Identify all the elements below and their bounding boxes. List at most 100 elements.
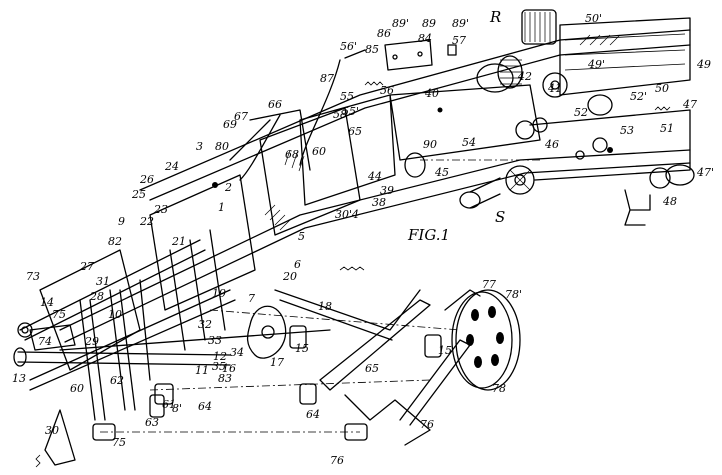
reference-numeral: 86 [377,27,391,40]
reference-numeral: 30 [45,424,59,437]
reference-numeral: 24 [164,160,179,173]
reference-numeral: 52' [630,90,647,103]
reference-numeral: 69 [223,118,237,131]
figure-title: FIG.1 [407,226,450,244]
reference-numeral: 7 [248,292,255,305]
reference-numeral: 41 [547,82,562,95]
reference-numeral: S [495,208,505,226]
reference-numeral: 17 [270,356,284,369]
reference-numeral: 76 [330,454,344,467]
reference-numeral: R [489,8,501,26]
reference-numeral: 75 [52,308,66,321]
reference-numeral: 6 [294,258,301,271]
reference-numeral: 27 [79,260,94,273]
reference-numeral: 64 [198,400,212,413]
reference-numeral: 50' [585,12,602,25]
reference-numeral: 65 [365,362,379,375]
reference-numeral: 47' [696,166,714,179]
reference-numeral: 47 [682,98,697,111]
reference-numeral: 25 [131,188,146,201]
reference-numeral: 51 [660,122,674,135]
reference-numeral: 39 [380,184,394,197]
reference-numeral: 66 [268,98,282,111]
reference-numeral: 5 [298,230,305,243]
reference-numeral: 62 [110,374,124,387]
reference-numeral: 49 [696,58,711,71]
reference-numeral: 3 [196,140,203,153]
reference-numeral: 68 [285,148,299,161]
reference-numeral: 87 [320,72,334,85]
reference-numeral: 78 [492,382,506,395]
reference-numeral: 77 [482,278,496,291]
reference-numeral: 50 [655,82,669,95]
reference-numeral: 89' [452,17,469,30]
details [212,34,621,231]
reference-numeral: 63 [145,416,159,429]
reference-numeral: 45 [434,166,449,179]
reference-numeral: 82 [108,235,122,248]
reference-numeral: 52 [574,106,588,119]
reference-numeral: 8' [172,402,182,415]
reference-numeral: 33 [208,334,222,347]
reference-numeral: 30' [335,208,352,221]
reference-numeral: 22 [139,215,154,228]
reference-numeral: 13 [12,372,26,385]
reference-numeral: 58 [333,108,347,121]
reference-numeral: 20 [282,270,297,283]
reference-numeral: 55 [340,90,354,103]
reference-numeral: 89' [392,17,409,30]
reference-numeral: 75 [112,436,126,449]
reference-numeral: 78' [505,288,522,301]
main-frame [19,17,691,391]
reference-numeral: 1 [218,201,225,214]
reference-numeral: 32 [198,318,212,331]
levers [17,49,671,468]
reference-numeral: 16 [222,362,236,375]
reference-numeral: 89 [422,17,436,30]
reference-numeral: 28 [89,290,104,303]
reference-numeral: 15 [295,342,309,355]
reference-numeral: 54 [462,136,476,149]
reference-numeral: 67 [234,110,248,123]
reference-numeral: 57 [452,34,466,47]
reference-numeral: 15 [438,344,452,357]
reference-numeral: 2 [224,181,232,194]
reference-numeral: 9 [118,215,125,228]
reference-numeral: 34 [230,346,244,359]
reference-numeral: 44 [367,170,382,183]
reference-numeral: 10 [108,308,122,321]
reference-numeral: 14 [40,296,54,309]
reference-numeral: 18 [318,300,332,313]
reference-numeral: 48 [662,195,677,208]
reference-numeral: 60 [312,145,326,158]
reference-numeral: 40 [424,87,439,100]
reference-numeral: 29 [84,335,99,348]
reference-numeral: 19 [212,287,226,300]
reference-numeral: 23 [153,203,168,216]
reference-numeral: 31 [96,275,110,288]
reference-numeral: 49' [587,58,605,71]
reference-numeral: 85 [365,43,379,56]
reference-numeral: 64 [306,408,320,421]
reference-numeral: 38 [372,196,386,209]
reference-numeral: 83 [218,372,232,385]
reference-numeral: 26 [139,173,154,186]
reference-numeral: 60 [70,382,84,395]
reference-numeral: 55' [342,105,359,118]
cams [246,289,521,391]
reference-numeral: 56 [380,84,394,97]
reference-numeral: 90 [423,138,437,151]
reference-numeral: 80 [215,140,229,153]
reference-numeral: 56' [340,40,357,53]
reference-numeral: 42 [517,70,532,83]
gears-upper-right [384,9,695,226]
reference-numeral: 76 [420,418,434,431]
reference-numeral: 65 [348,125,362,138]
reference-numeral: 61 [162,398,176,411]
reference-numeral: 4 [351,208,359,221]
reference-numeral: 53 [620,124,634,137]
reference-numeral: 73 [26,270,40,283]
reference-numeral: 12 [213,350,227,363]
